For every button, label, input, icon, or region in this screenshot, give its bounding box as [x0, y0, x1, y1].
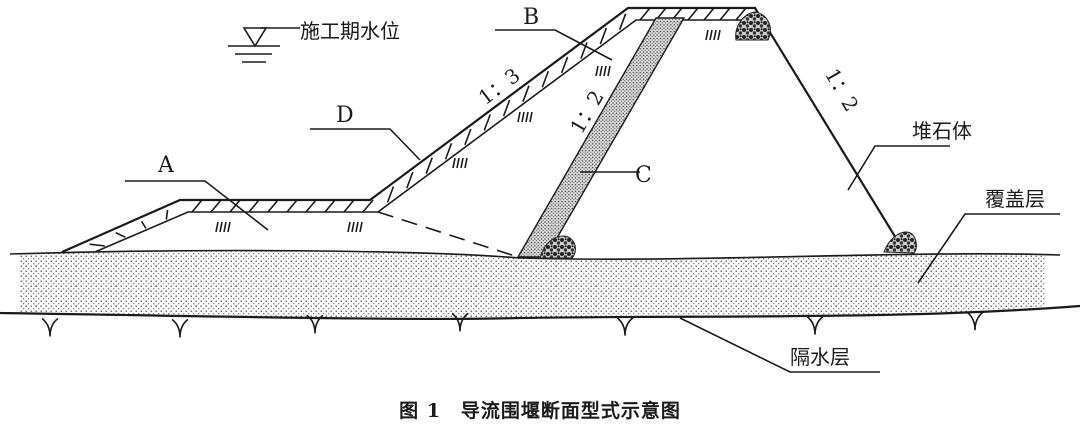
aquitard-tick [616, 317, 634, 336]
slope-protection-hatch [89, 243, 106, 247]
grass-tuft [464, 157, 468, 169]
slope-protection-hatch [719, 7, 731, 21]
aquitard-tick [41, 317, 59, 337]
grass-tuft [223, 221, 227, 233]
slope-protection-hatch [210, 199, 222, 213]
slope-protection-hatch [599, 27, 608, 45]
grass-tuft [219, 221, 223, 233]
aquitard-label: 隔水层 [790, 345, 850, 369]
gravel-toe-core [539, 235, 576, 259]
slope-protection-hatch [286, 199, 298, 213]
grass-tuft [529, 111, 533, 123]
aquitard-ticks [41, 311, 984, 338]
overburden-layer [0, 249, 1080, 321]
grass-tuft [215, 221, 219, 233]
slope-protection-hatch [735, 7, 747, 21]
grass-tuft [709, 29, 713, 41]
gravel-toe-downstream [883, 231, 917, 254]
slope-protection-hatch [229, 199, 241, 213]
grass-tuft [460, 157, 464, 169]
aquitard-tick [451, 312, 469, 332]
gravel-crest [735, 11, 771, 41]
slope-protection-hatch [191, 199, 203, 213]
grass-tuft [351, 221, 355, 233]
slope-protection-hatch [425, 157, 433, 174]
slope-protection-hatch [386, 186, 395, 203]
overburden-label: 覆盖层 [985, 187, 1045, 211]
slope-protection-hatch [703, 7, 715, 21]
zone-c-label: C [635, 163, 652, 188]
aquitard-tick [966, 311, 984, 331]
grass-tuft [227, 221, 231, 233]
grass-tuft [452, 157, 456, 169]
grass-tuft [355, 221, 359, 233]
grass-tuft [603, 65, 607, 77]
zone-b-label: B [523, 5, 539, 30]
slope-protection-hatch [522, 85, 530, 102]
slope-protection-hatch [305, 199, 317, 213]
slope-protection-hatch [639, 7, 651, 21]
grass-tuft [595, 65, 599, 77]
rockfill-label: 堆石体 [912, 119, 972, 143]
slope-protection-hatch [687, 7, 699, 21]
slope-protection-hatch [406, 171, 414, 189]
slope-protection-hatch [115, 232, 126, 238]
slope-protection-hatch [362, 199, 374, 213]
grass-tuft [705, 29, 709, 41]
grass-tuft [456, 157, 460, 169]
slope-protection-hatch [267, 199, 279, 213]
aquitard-tick [806, 315, 824, 335]
slope-protection-hatch [502, 99, 511, 117]
zone-d-label: D [336, 103, 354, 128]
grass-tuft [713, 29, 717, 41]
grass-tuft [347, 221, 351, 233]
grass-tuft [521, 111, 525, 123]
slope-protection-hatch [140, 220, 147, 229]
figure-caption: 图 1 导流围堰断面型式示意图 [399, 399, 681, 422]
slope-protection-hatch [248, 199, 260, 213]
grass-tuft [607, 65, 611, 77]
aquitard-tick [171, 318, 189, 338]
grass-tuft [599, 65, 603, 77]
water-level-symbol [228, 27, 300, 63]
cofferdam-body [61, 6, 903, 258]
slope-protection-hatch [483, 114, 491, 131]
slope-protection-hatch [444, 142, 453, 160]
slope-protection-hatch [165, 209, 169, 220]
grass-tuft [517, 111, 521, 123]
slope-protection-hatch [580, 42, 588, 59]
slope-protection-hatch [324, 199, 336, 213]
grass-tuft [525, 111, 529, 123]
slope-protection-hatch [541, 70, 550, 88]
downstream-slope-ratio: 1：2 [820, 64, 864, 115]
water-level-label: 施工期水位 [300, 19, 400, 43]
core-zone-c [516, 17, 686, 258]
aquitard-tick [306, 314, 324, 334]
slope-protection-hatch [343, 199, 355, 213]
slope-protection-hatch [560, 56, 569, 74]
grass-tuft [717, 29, 721, 41]
slope-protection-hatch [464, 128, 472, 146]
grass-tuft [359, 221, 363, 233]
leader-lines [125, 29, 1060, 373]
slope-protection-hatch [618, 13, 627, 30]
zone-a-label: A [157, 153, 175, 178]
